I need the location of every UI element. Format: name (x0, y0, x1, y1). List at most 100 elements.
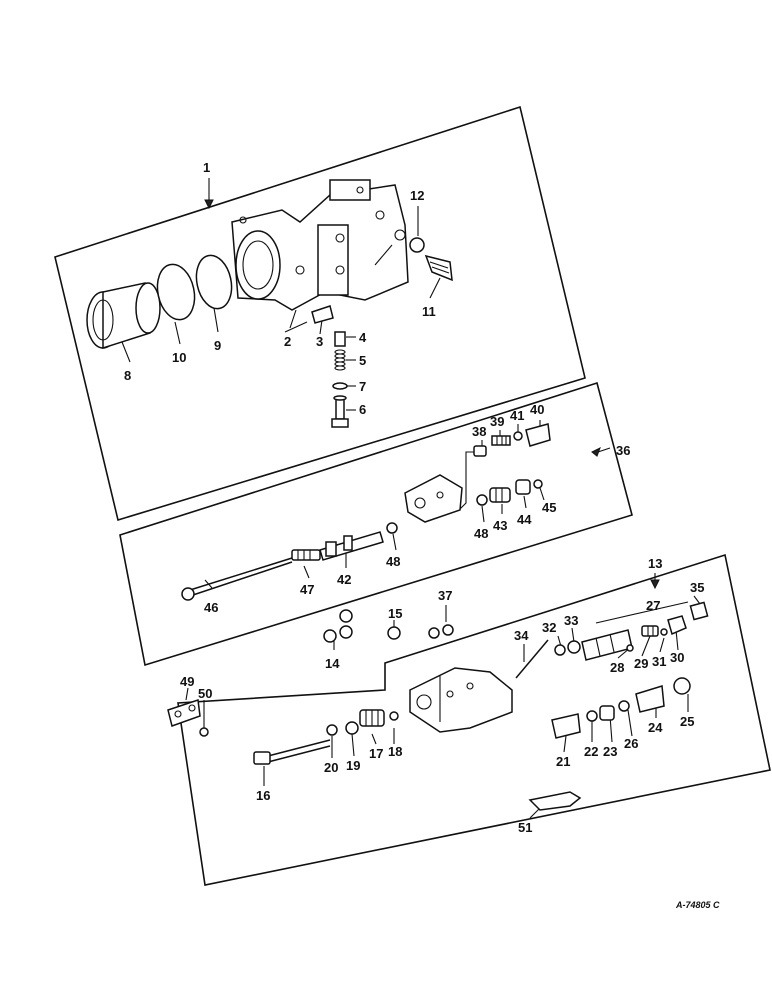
ball-28 (626, 644, 634, 652)
piston-ring-10 (156, 263, 196, 321)
label-50: 50 (198, 686, 212, 701)
nut-35 (689, 601, 709, 621)
rod-16 (253, 739, 331, 765)
label-13: 13 (648, 556, 662, 571)
label-12: 12 (410, 188, 424, 203)
label-48-upper: 48 (474, 526, 488, 541)
rod-34 (515, 639, 549, 679)
label-5: 5 (359, 353, 366, 368)
panel-control-valve-13 (177, 553, 771, 886)
label-11: 11 (422, 304, 436, 319)
label-33: 33 (564, 613, 578, 628)
label-31: 31 (652, 654, 666, 669)
spring-39 (491, 435, 511, 446)
label-26: 26 (624, 736, 638, 751)
ring-15 (387, 626, 401, 640)
sleeve-38 (473, 445, 487, 457)
label-4: 4 (359, 330, 367, 345)
spring-47 (291, 549, 321, 561)
ring-41 (513, 431, 523, 441)
label-15: 15 (388, 606, 402, 621)
label-38: 38 (472, 424, 486, 439)
label-22: 22 (584, 744, 598, 759)
stud-3 (311, 305, 334, 324)
bracket-51 (528, 791, 582, 811)
o-ring-12 (409, 237, 425, 253)
fitting-11 (424, 254, 453, 282)
plug-21 (551, 713, 581, 739)
label-49: 49 (180, 674, 194, 689)
label-23: 23 (603, 744, 617, 759)
o-ring-33 (567, 640, 581, 654)
callout-labels: 1 2 3 4 5 6 7 8 9 10 11 12 13 14 15 16 1… (124, 160, 720, 910)
washer-7 (332, 382, 348, 390)
label-30: 30 (670, 650, 684, 665)
ring-18 (389, 711, 399, 721)
plug-6 (331, 395, 349, 428)
label-8: 8 (124, 368, 131, 383)
label-3: 3 (316, 334, 323, 349)
rings-37 (428, 624, 454, 639)
plunger-4 (334, 331, 346, 347)
panel-valve-assembly-36 (119, 381, 633, 667)
washer-19 (345, 721, 359, 735)
label-2: 2 (284, 334, 291, 349)
cap-23 (599, 705, 615, 721)
label-1: 1 (203, 160, 210, 175)
label-24: 24 (648, 720, 663, 735)
control-valve-body-13 (409, 667, 513, 733)
label-34: 34 (514, 628, 529, 643)
spool-28 (581, 629, 633, 661)
spool-42 (319, 531, 384, 561)
spring-5 (334, 349, 346, 371)
label-47: 47 (300, 582, 314, 597)
label-39: 39 (490, 414, 504, 429)
rod-46 (181, 557, 293, 601)
o-ring-32 (554, 644, 566, 656)
label-48-lower: 48 (386, 554, 400, 569)
ring-22 (586, 710, 598, 722)
label-29: 29 (634, 656, 648, 671)
label-36: 36 (616, 443, 630, 458)
plug-40 (525, 423, 551, 447)
clip-50 (199, 727, 209, 737)
label-9: 9 (214, 338, 221, 353)
label-6: 6 (359, 402, 366, 417)
leader-lines (121, 178, 701, 819)
label-21: 21 (556, 754, 570, 769)
label-35: 35 (690, 580, 704, 595)
label-37: 37 (438, 588, 452, 603)
cap-44 (515, 479, 531, 495)
label-14: 14 (325, 656, 340, 671)
snap-ring-25 (673, 677, 691, 695)
label-27: 27 (646, 598, 660, 613)
ring-26 (618, 700, 630, 712)
panel-main-housing (54, 105, 586, 522)
label-28: 28 (610, 660, 624, 675)
plunger-24 (635, 685, 665, 713)
piston (86, 282, 161, 350)
label-45: 45 (542, 500, 556, 515)
spring-17 (359, 709, 385, 727)
label-25: 25 (680, 714, 694, 729)
label-42: 42 (337, 572, 351, 587)
washer-20 (326, 724, 338, 736)
ring-31 (660, 628, 668, 636)
label-41: 41 (510, 408, 524, 423)
spring-29 (641, 625, 659, 637)
label-43: 43 (493, 518, 507, 533)
label-10: 10 (172, 350, 186, 365)
label-44: 44 (517, 512, 532, 527)
label-20: 20 (324, 760, 338, 775)
label-18: 18 (388, 744, 402, 759)
ring-48-lower (386, 522, 398, 534)
ring-48-upper (476, 494, 488, 506)
piston-ring-9 (195, 254, 233, 310)
label-16: 16 (256, 788, 270, 803)
hydraulic-housing (231, 179, 409, 311)
label-32: 32 (542, 620, 556, 635)
ring-45 (533, 479, 543, 489)
rings-14 (323, 609, 353, 643)
lever-49 (167, 698, 201, 727)
